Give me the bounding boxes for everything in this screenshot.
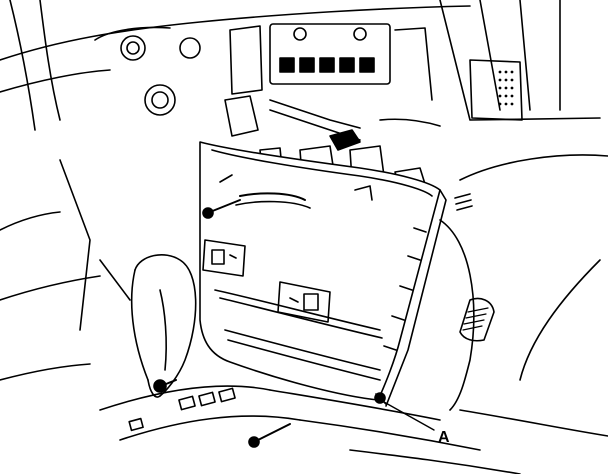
dashboard-upper xyxy=(0,0,600,130)
right-vent-slats xyxy=(455,194,472,210)
panel-groove-lines xyxy=(215,290,382,380)
fastener-A xyxy=(375,393,386,404)
panel-side-edge xyxy=(384,190,446,406)
climate-control-unit xyxy=(230,24,432,100)
screw-upper-left xyxy=(203,200,240,218)
center-console-panel xyxy=(200,142,440,400)
floor-console-lines xyxy=(270,390,520,474)
right-dash-grille xyxy=(470,60,522,120)
console-shift-base xyxy=(100,386,300,440)
seat-heater-switch-right xyxy=(278,282,330,322)
right-knee-bolster xyxy=(440,155,608,436)
left-lower-trim xyxy=(0,160,130,380)
left-vent-knob xyxy=(121,36,200,115)
callout-a-leader xyxy=(384,402,434,430)
callout-label-a: A xyxy=(438,429,450,446)
screw-lower-left xyxy=(154,380,176,392)
gear-shift-lever xyxy=(132,255,196,397)
right-air-vent xyxy=(460,299,494,341)
seat-heater-switch-left xyxy=(203,240,245,276)
screw-bottom xyxy=(249,424,290,447)
